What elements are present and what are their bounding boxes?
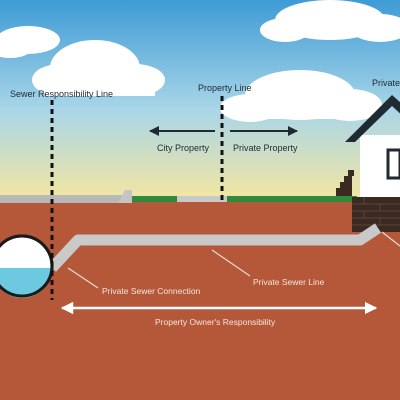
street-surface (0, 195, 125, 203)
right-pointer (381, 231, 400, 247)
house-door (386, 148, 400, 180)
cloud-right-top (260, 0, 400, 42)
private-sewer-line-label: Private Sewer Line (253, 277, 325, 287)
city-property-label: City Property (157, 143, 210, 153)
cloud-left (0, 26, 60, 58)
house-wall (360, 135, 400, 197)
cloud-center (32, 40, 165, 96)
house (336, 95, 400, 232)
private-top-right-label: Private (372, 78, 400, 88)
city-sewer-main (0, 234, 54, 298)
private-sewer-line-pipe (47, 223, 382, 272)
private-sewer-connection-label: Private Sewer Connection (102, 286, 201, 296)
grass-strip-right (227, 196, 357, 202)
grass-strip-left (132, 196, 177, 202)
soil (0, 200, 400, 400)
curb (118, 190, 132, 203)
sidewalk (177, 196, 227, 202)
house-roof (345, 95, 400, 142)
private-property-label: Private Property (233, 143, 298, 153)
cloud-right-mid (220, 70, 382, 122)
sewer-responsibility-line-label: Sewer Responsibility Line (10, 89, 113, 99)
house-steps (336, 170, 354, 196)
owners-responsibility-label: Property Owner's Responsibility (155, 317, 276, 327)
private-sewer-connection-pointer (67, 267, 99, 289)
private-sewer-line-pointer (211, 249, 251, 277)
property-line-label: Property Line (198, 83, 252, 93)
